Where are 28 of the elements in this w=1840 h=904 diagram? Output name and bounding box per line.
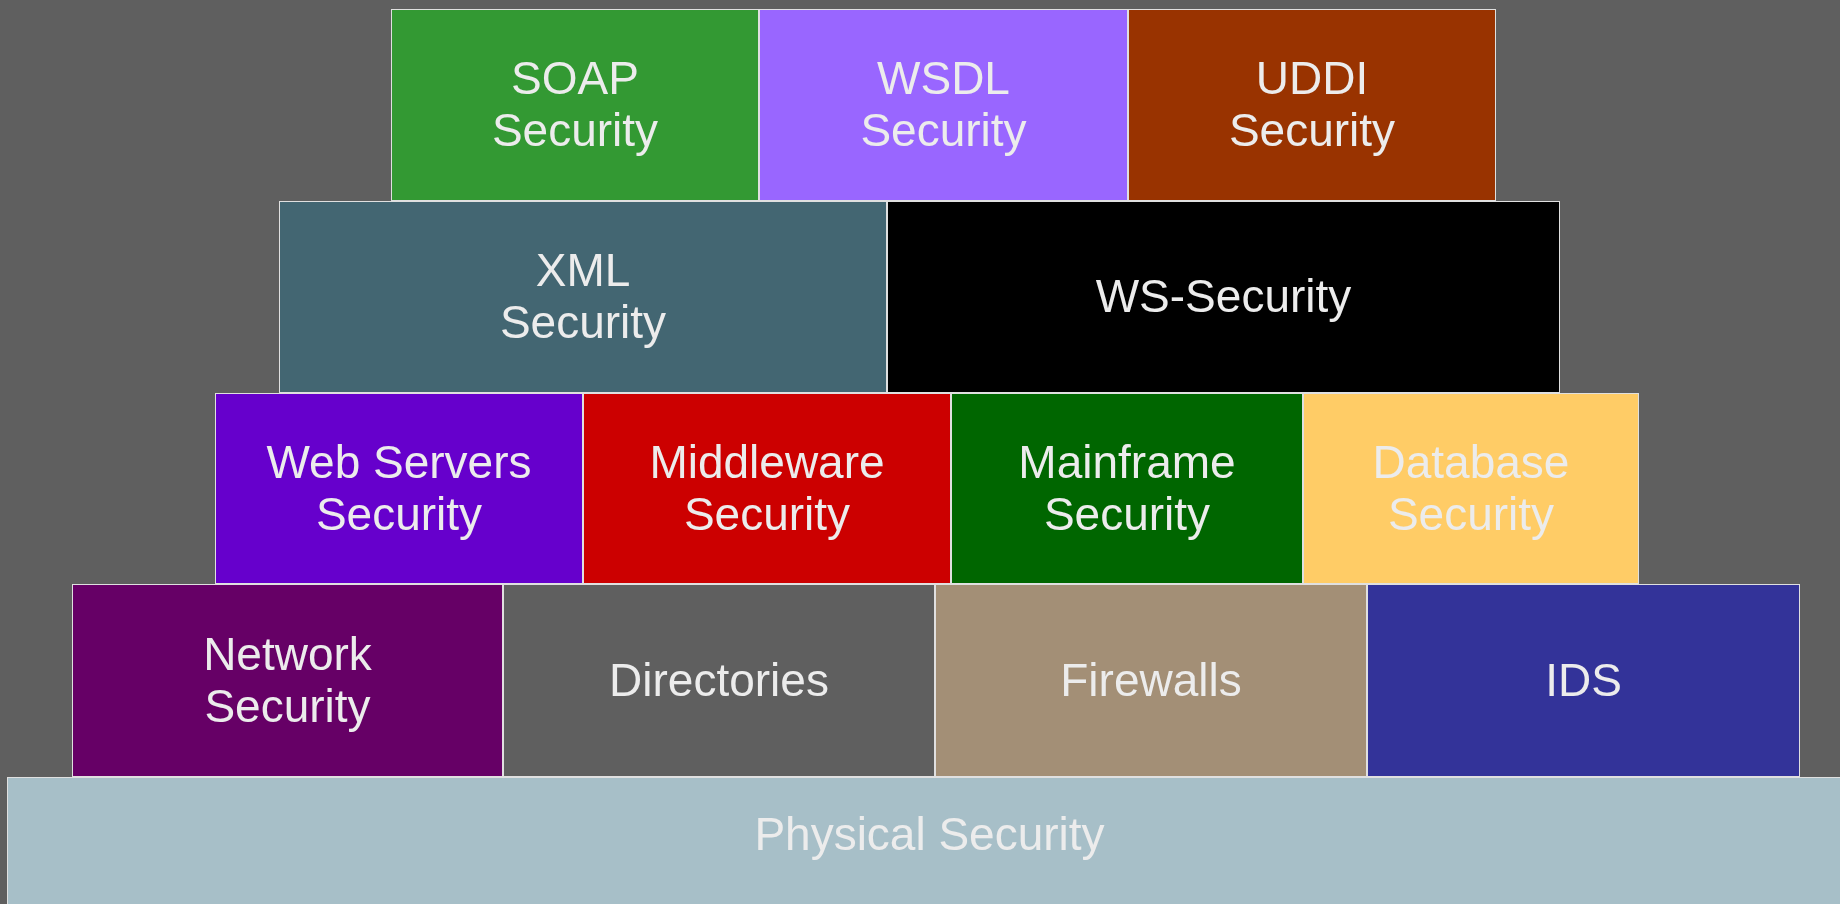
block-label: Mainframe Security: [1017, 437, 1237, 540]
layer-block: [72, 584, 503, 777]
layer-block: [503, 584, 935, 777]
layer-block: [583, 393, 951, 584]
block-label: WSDL Security: [859, 53, 1028, 157]
layer-block: [1128, 9, 1496, 201]
layer-block: [1367, 584, 1800, 777]
block-label: UDDI Security: [1227, 53, 1397, 157]
block-label: Physical Security: [754, 809, 1105, 861]
layer-block: [279, 201, 887, 393]
block-label: Firewalls: [1060, 654, 1242, 707]
layer-block: [759, 9, 1128, 201]
layer-block: [951, 393, 1303, 584]
layer-block: [391, 9, 759, 201]
block-label: Database Security: [1371, 437, 1571, 540]
layer-block: [887, 201, 1560, 393]
block-label: WS-Security: [1095, 271, 1352, 323]
block-label: Network Security: [202, 629, 373, 732]
layer-block: [1303, 393, 1639, 584]
layer-block: [7, 777, 1840, 904]
block-label: IDS: [1545, 654, 1622, 707]
block-label: Directories: [609, 654, 829, 707]
block-label: SOAP Security: [490, 53, 660, 157]
block-label: Middleware Security: [648, 437, 886, 540]
layer-block: [215, 393, 583, 584]
block-label: Web Servers Security: [265, 437, 533, 540]
layer-block: [935, 584, 1367, 777]
block-label: XML Security: [498, 245, 668, 349]
